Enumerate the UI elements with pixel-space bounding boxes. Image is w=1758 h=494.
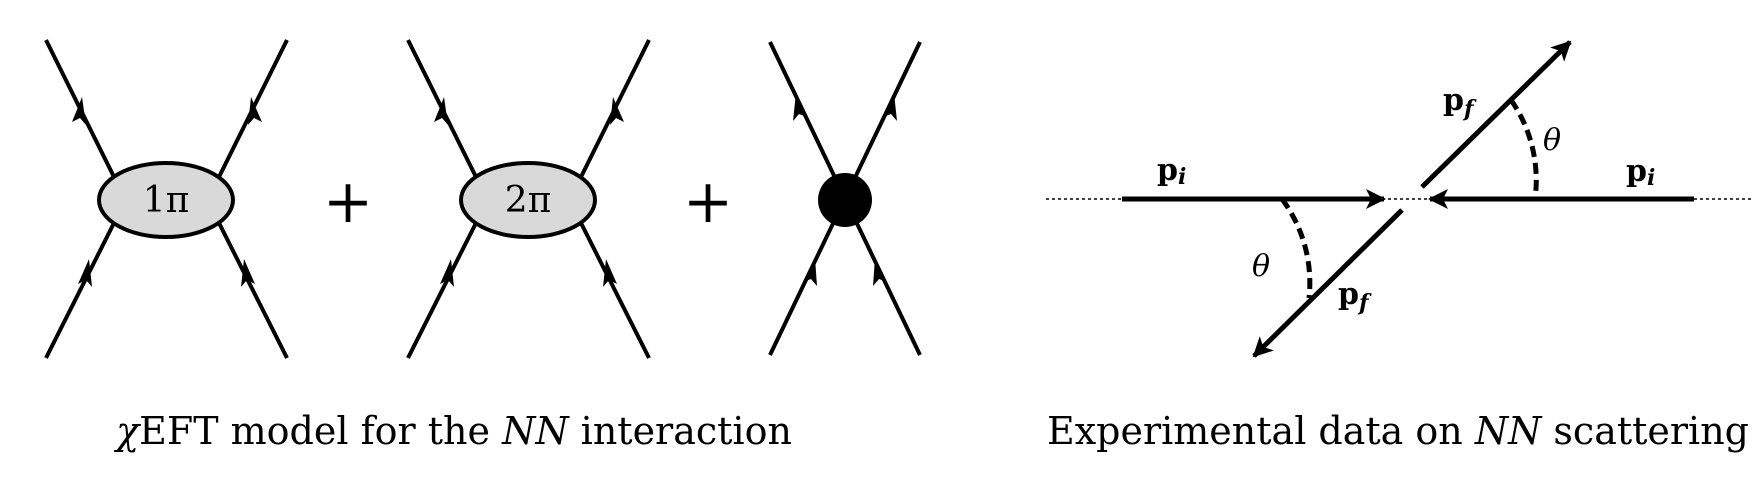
nucleon-line: [44, 218, 118, 359]
nn-symbol: NN: [501, 409, 570, 453]
nn-symbol: NN: [1474, 409, 1543, 453]
plus-sign: +: [683, 167, 733, 237]
feynman-diagram-1pi: 1π: [44, 39, 289, 359]
right-caption: Experimental data on NN scattering: [1047, 409, 1749, 453]
arrow-icon: [610, 97, 624, 125]
subscript-f: f: [1462, 96, 1477, 122]
two-pion-exchange-blob: [459, 161, 597, 239]
arrow-icon: [248, 97, 262, 125]
arrow-icon: [440, 259, 454, 287]
angle-label-theta: θ: [1543, 123, 1561, 158]
p-symbol: p: [1338, 277, 1359, 312]
scattering-angle-arc: [1508, 98, 1539, 200]
feynman-diagram-2pi: 2π: [406, 39, 651, 359]
momentum-label-pf: pf: [1338, 277, 1372, 316]
arrow-icon: [434, 97, 448, 125]
momentum-label-pi: pi: [1626, 154, 1655, 191]
arrow-icon: [603, 259, 617, 287]
momentum-label-pf: pf: [1443, 83, 1477, 122]
caption-text: Experimental data on: [1047, 409, 1475, 453]
contact-vertex: [818, 173, 872, 227]
plus-sign: +: [323, 167, 373, 237]
p-symbol: p: [1443, 83, 1464, 118]
outgoing-momentum-upper-arrow: [1420, 40, 1572, 189]
caption-text: EFT model for the: [139, 409, 502, 453]
arrow-icon: [883, 93, 897, 121]
angle-label-theta: θ: [1252, 249, 1270, 284]
p-symbol: p: [1626, 154, 1647, 189]
momentum-label-pi: pi: [1157, 153, 1186, 190]
blob-label: 2π: [505, 180, 552, 221]
subscript-f: f: [1357, 290, 1372, 316]
feynman-diagram-contact: [768, 41, 922, 356]
p-symbol: p: [1157, 153, 1178, 188]
nucleon-line: [406, 218, 480, 359]
arrow-icon: [803, 258, 817, 286]
outgoing-momentum-lower-arrow: [1252, 208, 1404, 358]
arrow-icon: [72, 97, 86, 125]
scattering-diagram: pi pi pf pf θ θ: [1046, 40, 1752, 358]
chi-symbol: χ: [113, 409, 141, 453]
nucleon-line: [215, 218, 289, 359]
caption-text: scattering: [1541, 409, 1749, 453]
arrow-icon: [78, 259, 92, 287]
caption-text: interaction: [569, 409, 792, 453]
arrow-icon: [873, 258, 887, 286]
one-pion-exchange-blob: [97, 161, 235, 239]
subscript-i: i: [1178, 164, 1186, 190]
left-caption: χEFT model for the NN interaction: [113, 409, 792, 453]
scattering-angle-arc: [1279, 197, 1313, 299]
blob-label: 1π: [143, 180, 190, 221]
nucleon-line: [577, 218, 651, 359]
subscript-i: i: [1647, 165, 1655, 191]
arrow-icon: [793, 93, 807, 121]
arrow-icon: [241, 259, 255, 287]
